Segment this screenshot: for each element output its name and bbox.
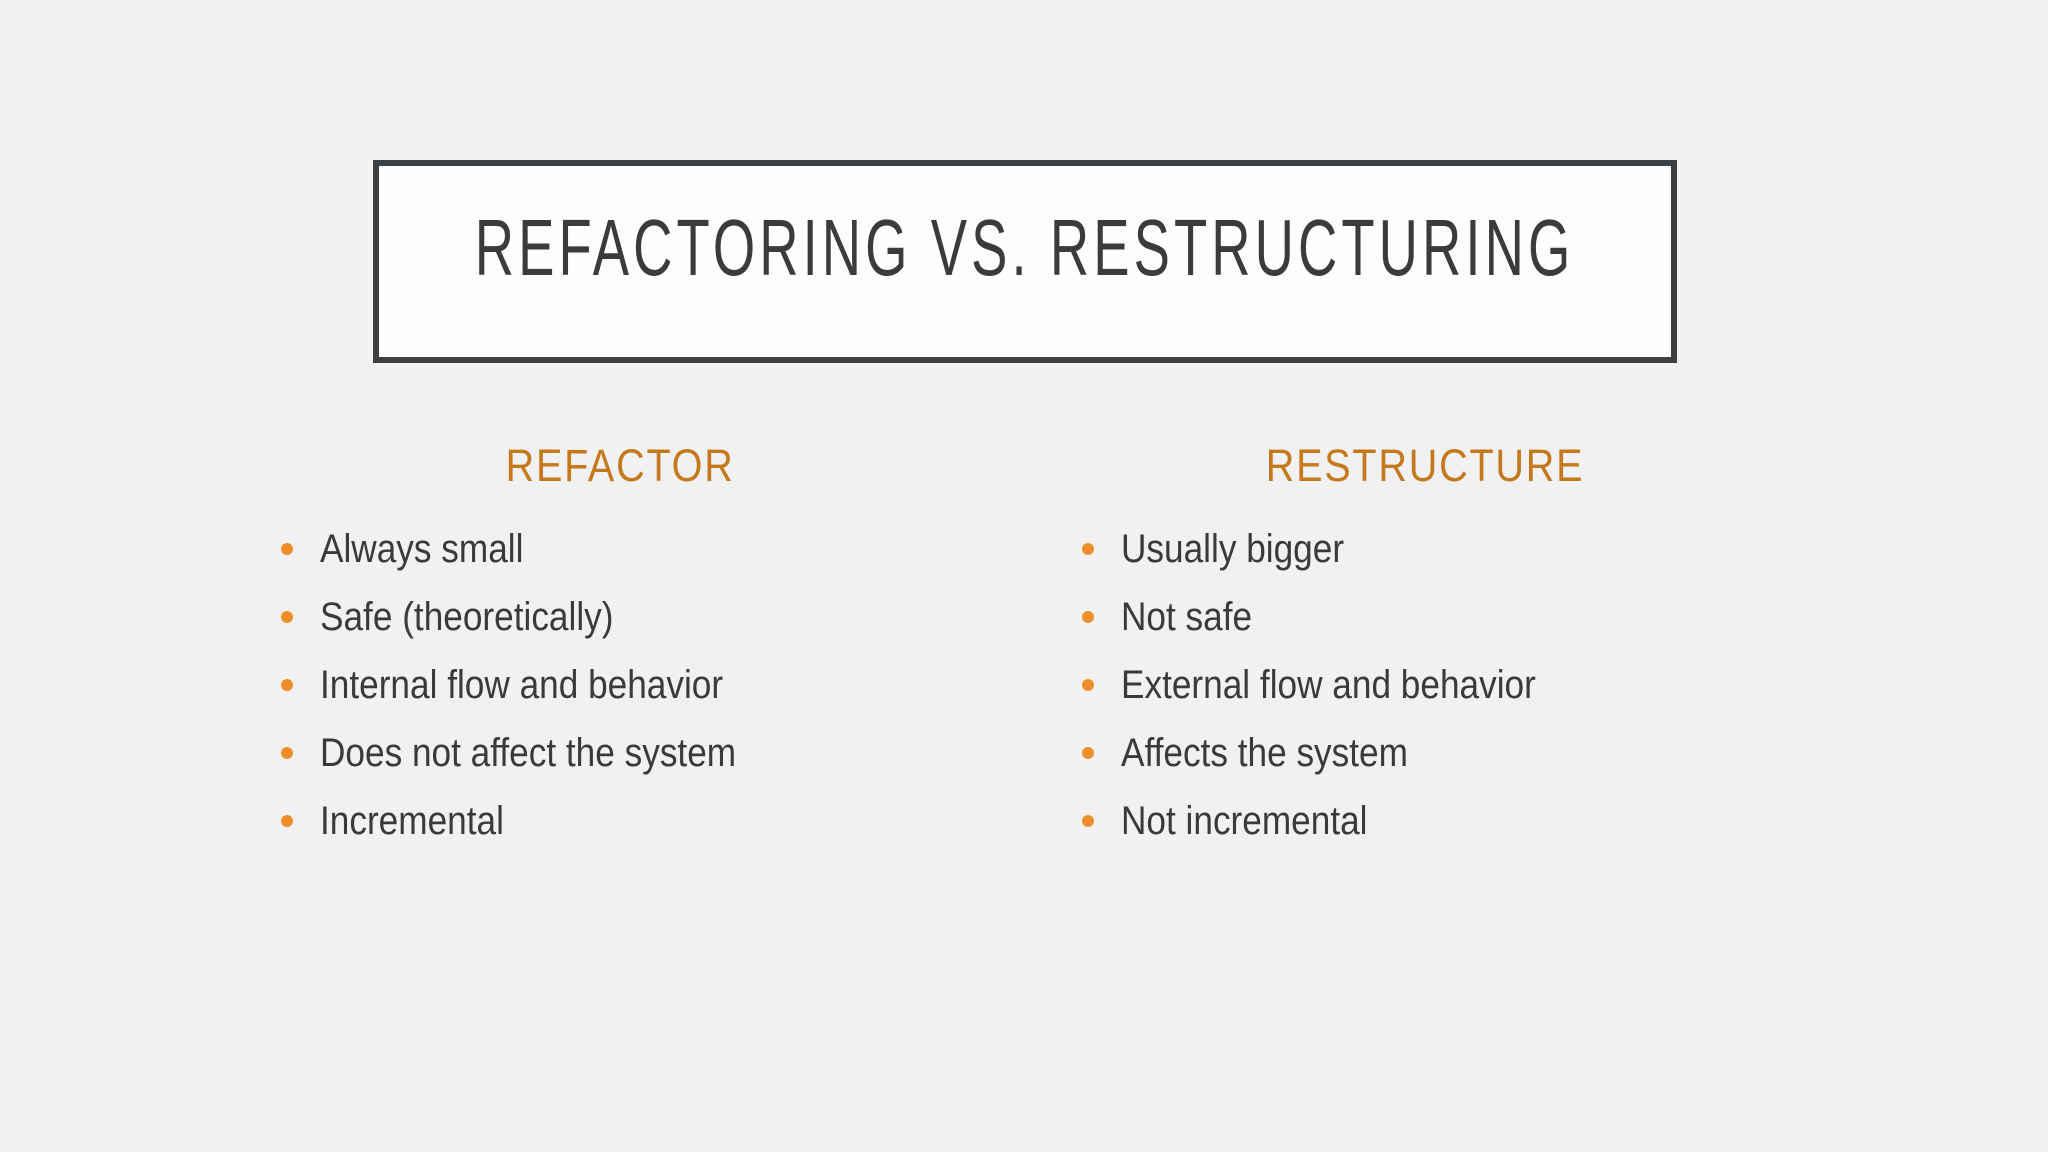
bullet-dot-icon [1082,747,1094,759]
list-item: Usually bigger [1051,515,1821,583]
list-item: External flow and behavior [1051,651,1821,719]
list-item-text: Affects the system [1121,731,1408,775]
list-item-text: Not safe [1121,595,1253,639]
column-header-refactor-label: REFACTOR [505,440,735,491]
list-item: Safe (theoretically) [250,583,1010,651]
list-item-text: Usually bigger [1121,527,1345,571]
title-box: REFACTORING VS. RESTRUCTURING [373,160,1677,363]
bullet-list-restructure: Usually bigger Not safe External flow an… [1051,515,1821,855]
list-item-text: Not incremental [1121,799,1368,843]
bullet-dot-icon [281,611,293,623]
column-header-restructure: RESTRUCTURE [1051,441,1799,491]
list-item-text: Internal flow and behavior [320,663,724,707]
bullet-dot-icon [1082,543,1094,555]
list-item: Not incremental [1051,787,1821,855]
column-header-restructure-label: RESTRUCTURE [1265,440,1585,491]
list-item-text: Always small [320,527,524,571]
list-item-text: External flow and behavior [1121,663,1536,707]
column-header-refactor: REFACTOR [250,441,990,491]
list-item: Incremental [250,787,1010,855]
list-item: Not safe [1051,583,1821,651]
list-item-text: Incremental [320,799,504,843]
list-item-text: Safe (theoretically) [320,595,614,639]
list-item: Affects the system [1051,719,1821,787]
bullet-list-refactor: Always small Safe (theoretically) Intern… [250,515,1010,855]
bullet-dot-icon [1082,815,1094,827]
bullet-dot-icon [1082,611,1094,623]
bullet-dot-icon [281,747,293,759]
bullet-dot-icon [281,543,293,555]
bullet-dot-icon [281,815,293,827]
list-item: Internal flow and behavior [250,651,1010,719]
list-item: Does not affect the system [250,719,1010,787]
bullet-dot-icon [281,679,293,691]
slide-title: REFACTORING VS. RESTRUCTURING [475,203,1575,292]
list-item: Always small [250,515,1010,583]
list-item-text: Does not affect the system [320,731,737,775]
bullet-dot-icon [1082,679,1094,691]
